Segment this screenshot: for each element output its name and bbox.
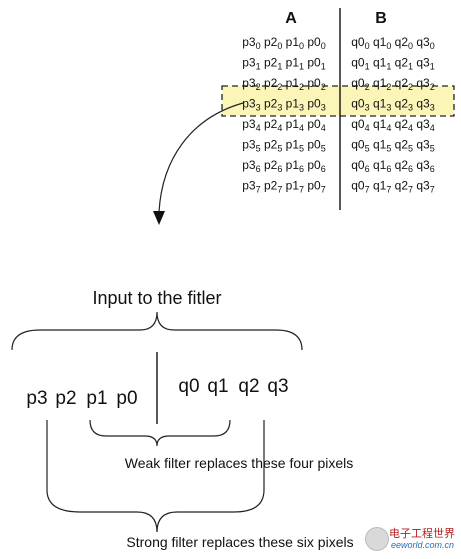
watermark-badge-icon xyxy=(365,527,389,551)
pixel-row-a: p30 p20 p10 p00 xyxy=(242,35,325,51)
pixel-row-a: p32 p22 p12 p02 xyxy=(242,76,325,92)
pixel-row-a: p35 p25 p15 p05 xyxy=(242,138,325,154)
column-a-header: A xyxy=(285,10,297,27)
pixel-row-b: q02 q12 q22 q32 xyxy=(351,76,434,92)
pixel-label-q2: q2 xyxy=(238,376,259,397)
curved-arrow xyxy=(158,102,244,213)
pixel-row-a: p36 p26 p16 p06 xyxy=(242,158,325,174)
watermark: 电子工程世界 eeworld.com.cn xyxy=(365,525,457,555)
pixel-row-a: p37 p27 p17 p07 xyxy=(242,179,325,195)
pixel-label-q3: q3 xyxy=(267,376,288,397)
pixel-row-b: q00 q10 q20 q30 xyxy=(351,35,434,51)
watermark-site: eeworld.com.cn xyxy=(391,540,455,550)
q-pixel-labels: q0 q1 q2 q3 xyxy=(178,376,288,397)
input-brace xyxy=(11,311,303,351)
pixel-row-b: q05 q15 q25 q35 xyxy=(351,138,434,154)
pixel-label-p0: p0 xyxy=(116,388,137,409)
column-b-header: B xyxy=(375,10,387,27)
pixel-row-b: q03 q13 q23 q33 xyxy=(351,97,434,113)
pixel-label-p1: p1 xyxy=(86,388,107,409)
pixel-row-b: q06 q16 q26 q36 xyxy=(351,158,434,174)
pixel-label-p3: p3 xyxy=(26,388,47,409)
weak-filter-brace xyxy=(89,419,231,447)
pixel-label-p2: p2 xyxy=(55,388,76,409)
pixel-row-a: p34 p24 p14 p04 xyxy=(242,117,325,133)
pixel-row-a: p31 p21 p11 p01 xyxy=(242,56,325,72)
strong-filter-caption: Strong filter replaces these six pixels xyxy=(126,534,353,550)
pixel-row-b: q07 q17 q27 q37 xyxy=(351,179,434,195)
pixel-row-b: q01 q11 q21 q31 xyxy=(351,56,434,72)
arrow-head xyxy=(153,211,165,225)
watermark-logo: 电子工程世界 xyxy=(389,527,455,540)
weak-filter-caption: Weak filter replaces these four pixels xyxy=(125,455,354,471)
pixel-row-b: q04 q14 q24 q34 xyxy=(351,117,434,133)
pixel-row-a: p33 p23 p13 p03 xyxy=(242,97,325,113)
pixel-label-q0: q0 xyxy=(178,376,199,397)
p-pixel-labels: p3 p2 p1 p0 xyxy=(26,388,137,409)
input-title: Input to the fitler xyxy=(92,288,221,308)
highlight-row-box xyxy=(221,85,455,117)
pixel-table: A B p30 p20 p10 p00 q00 q10 q20 q30 p31 p2… xyxy=(221,8,455,210)
strong-filter-brace xyxy=(46,420,265,533)
table-rows: p30 p20 p10 p00 q00 q10 q20 q30 p31 p21 p1… xyxy=(242,35,434,195)
pixel-label-q1: q1 xyxy=(207,376,228,397)
